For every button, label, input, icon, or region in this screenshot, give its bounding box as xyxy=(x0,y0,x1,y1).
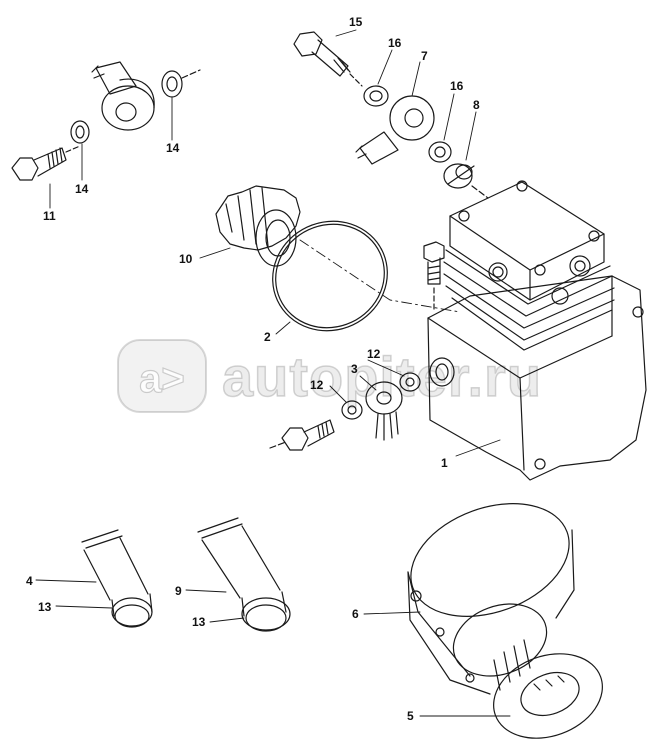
callout-9: 9 xyxy=(175,584,182,598)
washer-16-bottom xyxy=(428,141,452,163)
banjo-fitting-7 xyxy=(355,95,435,165)
callout-3: 3 xyxy=(351,362,358,376)
washer-16-top xyxy=(363,85,389,107)
callout-5: 5 xyxy=(407,709,414,723)
washer-12-right xyxy=(399,372,421,392)
bolt-15 xyxy=(293,31,363,87)
callout-2: 2 xyxy=(264,330,271,344)
callout-4: 4 xyxy=(26,574,33,588)
washer-14-top xyxy=(161,69,201,98)
drive-gear-10 xyxy=(215,185,301,267)
callout-13-left: 13 xyxy=(38,600,52,614)
bolt-middle xyxy=(269,419,335,451)
callout-14-top: 14 xyxy=(166,141,180,155)
washer-12-left xyxy=(341,400,363,420)
sleeve-4 xyxy=(81,529,153,628)
sleeve-9 xyxy=(197,517,291,632)
callout-12-upper: 12 xyxy=(367,347,381,361)
o-ring-2 xyxy=(272,220,388,332)
callout-1: 1 xyxy=(441,456,448,470)
callout-16-top: 16 xyxy=(388,36,402,50)
callout-11: 11 xyxy=(43,209,56,223)
callout-13-right: 13 xyxy=(192,615,206,629)
callout-6: 6 xyxy=(352,607,359,621)
callout-10: 10 xyxy=(179,252,193,266)
callout-12-lower: 12 xyxy=(310,378,324,392)
callout-16-bottom: 16 xyxy=(450,79,464,93)
compressor-body-1 xyxy=(427,180,647,481)
gear-5 xyxy=(493,639,603,739)
banjo-fitting-left xyxy=(91,61,155,131)
callout-7: 7 xyxy=(421,49,428,63)
banjo-fitting-3 xyxy=(365,381,403,441)
callout-15: 15 xyxy=(349,15,363,29)
callout-8: 8 xyxy=(473,98,480,112)
bolt-11 xyxy=(11,145,81,181)
washer-14-bottom xyxy=(70,120,90,144)
fitting-8 xyxy=(443,163,489,199)
callout-14-bottom: 14 xyxy=(75,182,89,196)
stud-bolt xyxy=(423,241,445,311)
coupling-housing-6 xyxy=(407,503,575,695)
